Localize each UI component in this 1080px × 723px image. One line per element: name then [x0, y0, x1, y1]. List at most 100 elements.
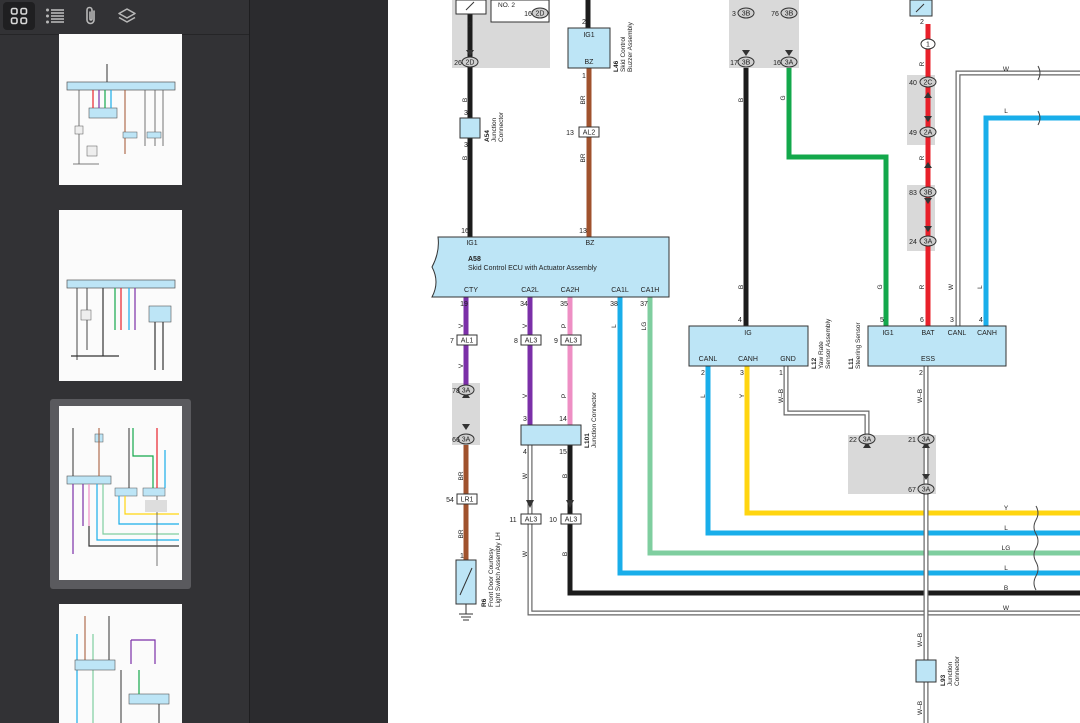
- wire-code: V: [522, 393, 529, 398]
- wire-code: P: [561, 394, 568, 398]
- wire-code: Y: [1004, 505, 1009, 512]
- wire-y-canh: [744, 366, 1080, 516]
- pin-number: 19: [460, 301, 468, 308]
- layers-view-button[interactable]: [111, 2, 143, 30]
- pin-number: 3: [732, 11, 736, 18]
- a58-code: A58: [468, 256, 481, 263]
- l12-name: Sensor Assembly: [825, 318, 832, 369]
- wire-break-mark: [1033, 505, 1039, 591]
- wire-break-mark: [1037, 110, 1041, 126]
- wiring-diagram: 2D 2D 3B 3A 3B 3B 1 2C 2A 3B 3A 3A 3A 3A…: [431, 0, 1080, 723]
- wire-code: B: [562, 552, 569, 556]
- pin-number: 37: [640, 301, 648, 308]
- pin-number: 76: [771, 11, 779, 18]
- l93-name: Junction: [947, 661, 954, 686]
- pin-number: 10: [549, 517, 557, 524]
- label-splice: 2D: [466, 60, 475, 67]
- label-connector: AL3: [565, 338, 578, 345]
- pin-number: 38: [610, 301, 618, 308]
- wire-code: BR: [458, 471, 465, 480]
- label-splice: 3B: [785, 11, 794, 18]
- wire-code: R: [919, 155, 926, 160]
- label-splice: 1: [926, 42, 930, 49]
- outline-icon: [46, 8, 64, 24]
- wire-code: P: [561, 324, 568, 328]
- r6-name: Front Door Courtesy: [488, 547, 495, 607]
- pin-label: GND: [780, 356, 796, 363]
- wire-code: W–B: [917, 633, 924, 647]
- pin-number: 3: [464, 110, 468, 117]
- wire-code: G: [780, 95, 787, 100]
- connector-al3-d: [560, 513, 582, 525]
- l12-code: L12: [811, 357, 818, 369]
- thumbnails-view-button[interactable]: [3, 2, 35, 30]
- no2-text: NO. 2: [498, 2, 515, 9]
- pin-label: ESS: [921, 356, 935, 363]
- component-a58: [431, 236, 670, 298]
- pin-label: CANL: [948, 330, 967, 337]
- l93-code: L93: [940, 674, 947, 686]
- label-splice: 3A: [863, 437, 872, 444]
- splice-3b-r: [919, 186, 937, 198]
- pin-number: 17: [730, 60, 738, 67]
- wire-code: B: [562, 474, 569, 478]
- label-splice: 3A: [462, 388, 471, 395]
- pin-number: 8: [514, 338, 518, 345]
- label-connector: AL3: [565, 517, 578, 524]
- page-thumbnail-2[interactable]: [59, 210, 182, 381]
- page-thumbnail-4[interactable]: [59, 604, 182, 723]
- pin-number: 7: [450, 338, 454, 345]
- wire-code: V: [458, 363, 465, 368]
- attachments-view-button[interactable]: [75, 2, 107, 30]
- label-splice: 3B: [924, 190, 933, 197]
- wire-code: W–B: [917, 701, 924, 715]
- pin-number: 13: [566, 130, 574, 137]
- sidebar-toolbar: [0, 0, 249, 35]
- wire-code: G: [877, 284, 884, 289]
- wire-w-common-outer: [527, 445, 1080, 616]
- pin-number: 1: [779, 370, 783, 377]
- label-connector: AL3: [525, 338, 538, 345]
- outline-view-button[interactable]: [39, 2, 71, 30]
- page-thumbnail-1[interactable]: [59, 34, 182, 185]
- a58-name: Skid Control ECU with Actuator Assembly: [468, 265, 597, 272]
- pin-number: 5: [880, 317, 884, 324]
- l46-name: Buzzer Assembly: [627, 21, 634, 72]
- switch-contact: [915, 3, 925, 13]
- a54-code: A54: [484, 130, 491, 142]
- wire-code: B: [462, 98, 469, 102]
- thumbnails-icon: [10, 7, 28, 25]
- wire-code: W: [522, 550, 529, 557]
- component-l46: [567, 27, 611, 69]
- pin-number: 13: [579, 228, 587, 235]
- pin-label: CA1L: [611, 287, 629, 294]
- wire-code: L: [1004, 525, 1008, 532]
- pin-number: 26: [454, 60, 462, 67]
- layers-icon: [118, 8, 136, 23]
- switch-contact: [465, 1, 475, 11]
- a54-name: Connector: [498, 111, 505, 142]
- wire-code: V: [522, 323, 529, 328]
- page-thumbnail-2-preview: [66, 279, 176, 370]
- document-page[interactable]: 2D 2D 3B 3A 3B 3B 1 2C 2A 3B 3A 3A 3A 3A…: [388, 0, 1080, 723]
- page-thumbnail-3-selected[interactable]: [59, 406, 182, 580]
- wire-code: BR: [580, 95, 587, 104]
- pin-label: IG1: [583, 32, 594, 39]
- pin-number: 2: [468, 22, 472, 29]
- wire-g-ig1: [786, 68, 889, 326]
- pin-number: 34: [520, 301, 528, 308]
- pin-number: 11: [509, 517, 516, 524]
- connector-al3-c: [520, 513, 542, 525]
- wire-code: R: [919, 284, 926, 289]
- label-connector: AL1: [461, 338, 474, 345]
- label-connector: AL2: [583, 130, 596, 137]
- splice-3a-l2: [457, 433, 475, 445]
- splice-3b-top2: [780, 7, 798, 19]
- component-a54: [459, 117, 481, 139]
- splice-3b: [737, 56, 755, 68]
- pin-number: 83: [909, 190, 917, 197]
- viewer-gutter: [250, 0, 388, 723]
- pin-label: BAT: [921, 330, 935, 337]
- splice-3a-r: [919, 235, 937, 247]
- splice-3a-l: [457, 384, 475, 396]
